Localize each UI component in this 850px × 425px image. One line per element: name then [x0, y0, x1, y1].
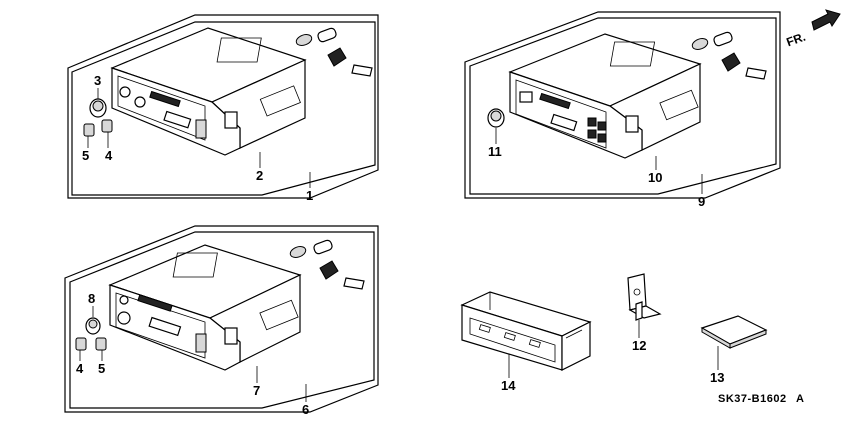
clip-12: [627, 273, 662, 321]
assembly-group-9: [464, 11, 781, 199]
drawing-suffix: A: [796, 393, 804, 405]
bracket-set-top-right: [691, 31, 767, 80]
radio-unit-2: [110, 27, 307, 156]
bracket-set-top-left: [295, 27, 373, 77]
radio-unit-7: [108, 244, 302, 371]
callout-12: 12: [632, 338, 646, 353]
callout-2: 2: [256, 168, 263, 183]
callout-14: 14: [501, 378, 516, 393]
assembly-group-6: [64, 225, 379, 413]
callout-11: 11: [488, 144, 502, 159]
drawing-code: SK37-B1602: [718, 393, 787, 405]
callout-9: 9: [698, 194, 705, 209]
bracket-set-bottom-left: [289, 239, 365, 290]
callout-6: 6: [302, 402, 309, 417]
callout-8: 8: [88, 291, 95, 306]
direction-label: FR.: [784, 30, 807, 50]
callout-5-a: 5: [82, 148, 89, 163]
knob-4-a: [101, 119, 113, 133]
radio-unit-10: [508, 33, 702, 159]
front-direction-arrow: FR.: [784, 9, 841, 50]
assembly-group-1: [67, 14, 379, 199]
knob-5-b: [95, 337, 107, 351]
callout-1: 1: [306, 188, 313, 203]
knob-4-b: [75, 337, 87, 351]
pad-13: [700, 315, 768, 349]
knob-8: [85, 317, 101, 335]
callout-10: 10: [648, 170, 662, 185]
callout-4-b: 4: [76, 361, 84, 376]
callout-4-a: 4: [105, 148, 113, 163]
knob-11: [487, 108, 505, 128]
knob-5-a: [83, 123, 95, 137]
knob-3: [89, 98, 107, 118]
callout-7: 7: [253, 383, 260, 398]
mounting-bracket-14: [460, 291, 592, 371]
callout-3: 3: [94, 73, 101, 88]
callout-13: 13: [710, 370, 724, 385]
callout-5-b: 5: [98, 361, 105, 376]
